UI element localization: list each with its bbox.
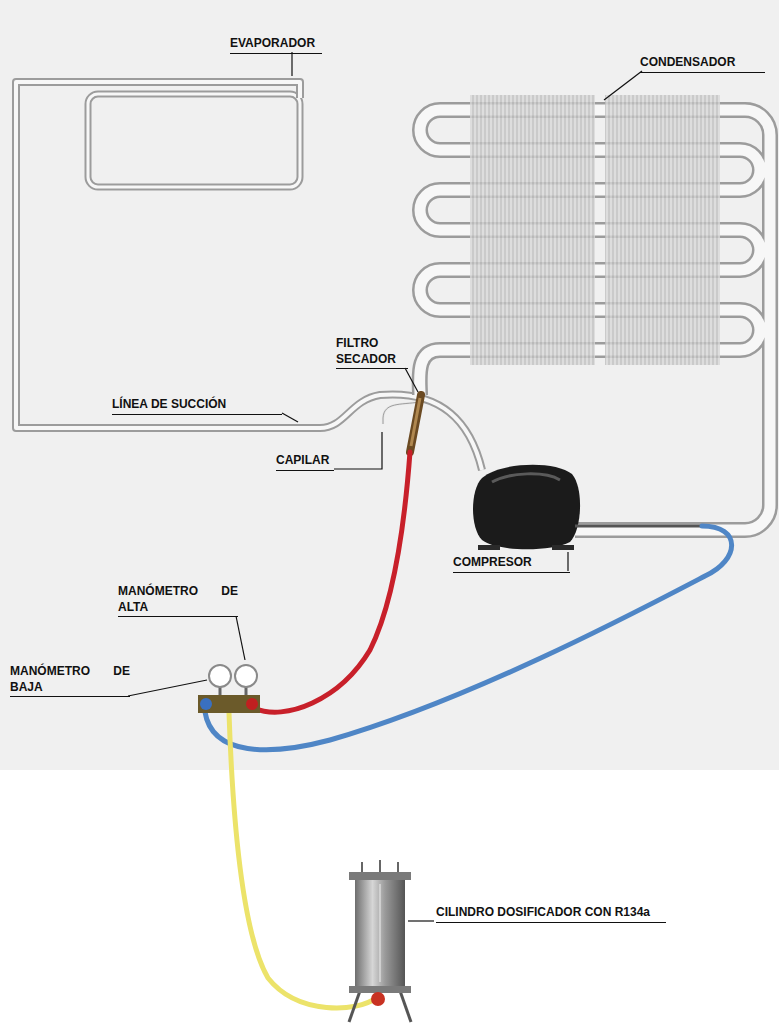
compressor [473, 465, 702, 550]
part-label: CILINDRO DOSIFICADOR CON R134a [436, 905, 666, 923]
part-label: CAPILAR [276, 453, 334, 471]
part-label: COMPRESOR [453, 555, 570, 573]
part-label: EVAPORADOR [230, 36, 322, 54]
low-pressure-hose [205, 526, 732, 750]
high-pressure-hose [254, 452, 410, 712]
part-label: FILTRO SECADOR [336, 336, 408, 369]
condenser [420, 95, 770, 530]
leader-lines [128, 52, 642, 921]
suction-line [16, 82, 482, 470]
filter-dryer [410, 395, 421, 452]
charging-hose [229, 713, 376, 1008]
part-label: LÍNEA DE SUCCIÓN [112, 397, 282, 415]
evaporator [88, 94, 300, 187]
filter-dryer-highlight [411, 398, 420, 446]
part-label: MANÓMETRO DE BAJA [10, 664, 130, 697]
part-label: MANÓMETRO DE ALTA [118, 584, 238, 617]
part-label: CONDENSADOR [640, 55, 765, 73]
gauge-manifold [198, 665, 260, 713]
charging-cylinder [349, 860, 411, 1022]
background [0, 0, 779, 770]
